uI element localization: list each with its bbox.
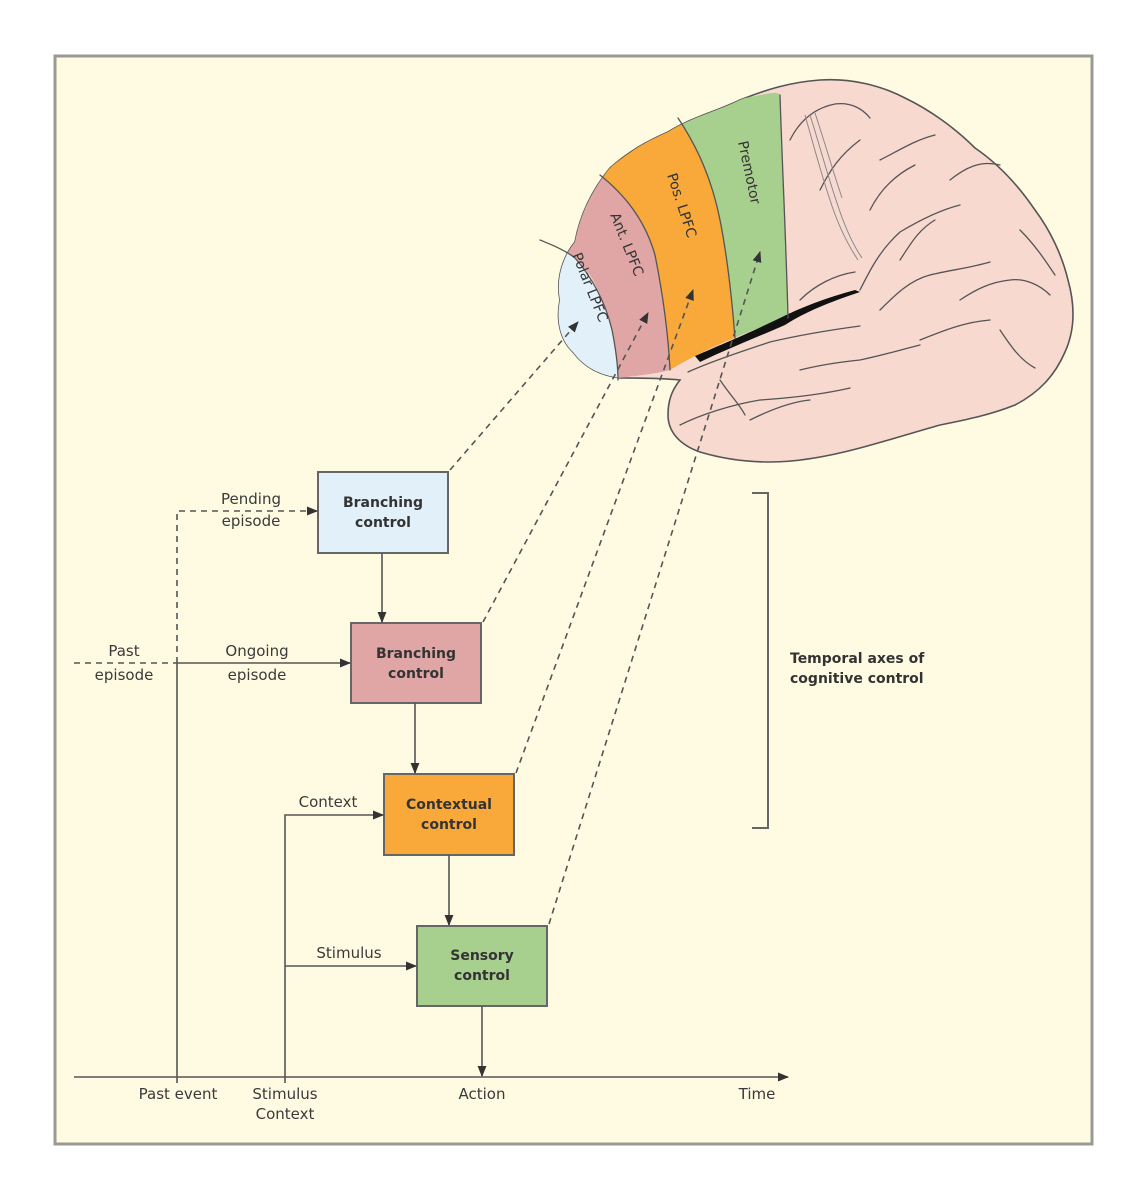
timeline-stimulus: Stimulus xyxy=(252,1085,317,1103)
projection-premotor xyxy=(548,250,762,925)
stimulus-label: Stimulus xyxy=(316,944,381,962)
box-contextual: Contextual control xyxy=(383,773,515,856)
timeline-action: Action xyxy=(459,1085,506,1103)
region-pos-lpfc xyxy=(600,118,735,370)
context-label: Context xyxy=(299,793,358,811)
box-branching-polar: Branching control xyxy=(317,471,449,554)
past-label-1: Past xyxy=(108,642,139,660)
past-label-2: episode xyxy=(95,666,154,684)
brain-illustration: Polar LPFC Ant. LPFC Pos. LPFC Premotor xyxy=(539,78,1074,463)
box-label-line1: Contextual xyxy=(406,797,492,813)
bracket-label-1: Temporal axes of xyxy=(790,651,925,667)
timeline-context: Context xyxy=(256,1105,315,1123)
projection-posterior xyxy=(515,288,694,774)
box-label-line1: Branching xyxy=(376,646,456,662)
temporal-bracket xyxy=(752,492,769,829)
pending-episode-arrow xyxy=(176,506,319,663)
region-premotor xyxy=(678,92,788,338)
box-branching-anterior: Branching control xyxy=(350,622,482,704)
box-label-line1: Sensory xyxy=(450,948,514,964)
ongoing-label-1: Ongoing xyxy=(225,642,288,660)
pending-label-1: Pending xyxy=(221,490,281,508)
ongoing-label-2: episode xyxy=(228,666,287,684)
timeline-past-event: Past event xyxy=(139,1085,218,1103)
region-ant-lpfc xyxy=(565,175,670,378)
context-arrow xyxy=(284,810,385,1083)
box-label-line2: control xyxy=(454,968,510,984)
box-label-line1: Branching xyxy=(343,495,423,511)
box-sensory: Sensory control xyxy=(416,925,548,1007)
pending-label-2: episode xyxy=(222,512,281,530)
box-label-line2: control xyxy=(388,666,444,682)
bracket-label-2: cognitive control xyxy=(790,671,924,687)
sylvian-fissure xyxy=(695,290,860,362)
box-label-line2: control xyxy=(421,817,477,833)
timeline-time: Time xyxy=(738,1085,776,1103)
projection-anterior xyxy=(482,312,649,623)
box-label-line2: control xyxy=(355,515,411,531)
